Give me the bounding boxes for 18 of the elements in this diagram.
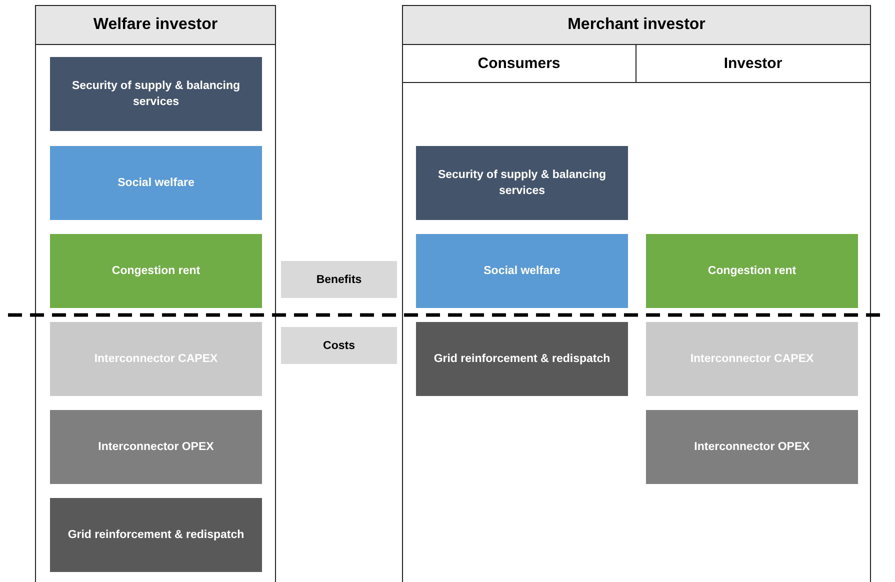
item-box: Congestion rent <box>646 234 858 308</box>
item-box: Social welfare <box>416 234 628 308</box>
item-box: Congestion rent <box>50 234 262 308</box>
category-label: Benefits <box>281 261 397 298</box>
item-box: Social welfare <box>50 146 262 220</box>
item-box: Interconnector OPEX <box>646 410 858 484</box>
panel <box>402 5 871 582</box>
panel-header: Welfare investor <box>36 6 275 45</box>
panel-header: Merchant investor <box>403 6 870 45</box>
category-label: Costs <box>281 327 397 364</box>
item-box: Grid reinforcement & redispatch <box>416 322 628 396</box>
item-box: Interconnector OPEX <box>50 410 262 484</box>
item-box: Security of supply & balancing services <box>50 57 262 131</box>
column-header: Investor <box>636 44 870 83</box>
item-box: Grid reinforcement & redispatch <box>50 498 262 572</box>
item-box: Security of supply & balancing services <box>416 146 628 220</box>
panel <box>35 5 276 582</box>
column-header: Consumers <box>402 44 636 83</box>
